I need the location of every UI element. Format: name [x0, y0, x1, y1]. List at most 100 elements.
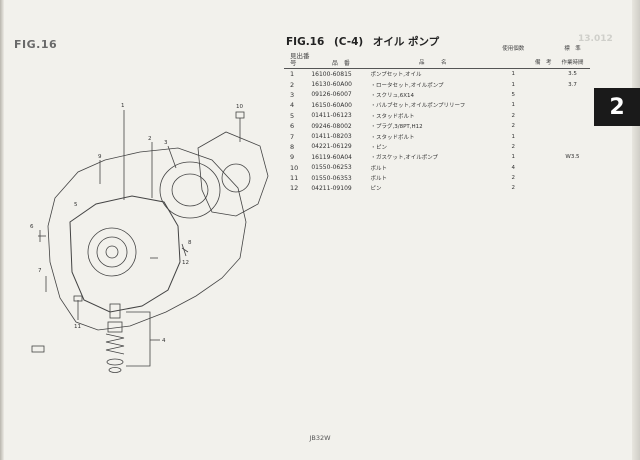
- page-spine: [0, 0, 4, 460]
- callout-12: 12: [182, 260, 189, 266]
- row-number: 4: [290, 101, 295, 110]
- pump-rotor-hub: [105, 245, 119, 259]
- callout-1: 1: [121, 103, 125, 109]
- table-row: 6 09246-08002 ・プラグ,3/8PT,H12 2: [284, 121, 590, 131]
- header-no: 見出番号: [284, 53, 312, 69]
- pump-rotor-inner: [96, 236, 128, 268]
- row-quantity: 2: [511, 123, 516, 130]
- page-footer: JB32W: [309, 434, 331, 442]
- table-row: 4 16150-60A00 ・バルブセット,オイルポンプリリーフ 1: [284, 100, 590, 110]
- row-number: 10: [290, 163, 299, 172]
- valve-body: [107, 321, 123, 333]
- section-tab: 2: [594, 88, 640, 126]
- callout-11: 11: [74, 324, 81, 330]
- valve-spring: [105, 333, 125, 355]
- pump-rotor-housing: [87, 227, 137, 277]
- gasket-outline: [47, 147, 247, 331]
- row-number: 3: [290, 90, 295, 99]
- figure-heading: FIG.16 (C-4) オイル ポンプ: [286, 34, 445, 49]
- figure-name: オイル ポンプ: [372, 36, 440, 48]
- callout-4: 4: [162, 338, 166, 344]
- parts-table: 使用個数 標 準 見出番号 品 番 品 名 備 考 作業時間 1 16100-60…: [284, 46, 590, 194]
- cover-hole: [221, 163, 251, 193]
- header-std-top: 標 準: [564, 46, 581, 52]
- rotor-ring-inner: [171, 173, 209, 207]
- table-row: 9 16119-60A04 ・ガスケット,オイルポンプ 1 W3.5: [284, 152, 590, 162]
- valve-washer: [106, 358, 124, 366]
- row-description: ・スタッドボルト: [370, 113, 415, 120]
- row-quantity: 2: [511, 185, 516, 192]
- left-figure-title: FIG.16: [14, 38, 58, 51]
- row-description: ピン: [370, 186, 382, 193]
- row-part-number: 04211-09109: [311, 184, 352, 192]
- callout-7: 7: [38, 268, 42, 274]
- header-remarks: 備 考: [531, 53, 555, 69]
- row-quantity: 2: [511, 175, 516, 182]
- table-row: 11 01550-06353 ボルト 2: [284, 173, 590, 183]
- table-row: 2 16130-60A00 ・ロータセット,オイルポンプ 1 3.7: [284, 79, 590, 89]
- row-part-number: 04221-06129: [311, 143, 352, 151]
- table-row: 5 01411-06123 ・スタッドボルト 2: [284, 111, 590, 121]
- faint-page-number: 13.012: [578, 34, 613, 44]
- row-part-number: 01550-06253: [311, 164, 352, 172]
- row-quantity: 2: [511, 112, 516, 119]
- pump-cover: [197, 131, 269, 217]
- row-number: 8: [290, 142, 295, 151]
- header-std-bottom: 作業時間: [554, 53, 590, 69]
- row-part-number: 16119-60A04: [311, 153, 352, 161]
- callout-8: 8: [188, 240, 192, 246]
- row-description: ・ピン: [370, 144, 387, 151]
- row-quantity: 1: [511, 133, 516, 140]
- row-quantity: 1: [511, 154, 516, 161]
- figure-section: (C-4): [333, 36, 364, 48]
- row-quantity: 4: [511, 164, 516, 171]
- row-number: 6: [290, 122, 295, 131]
- table-row: 8 04221-06129 ・ピン 2: [284, 142, 590, 152]
- valve-cap: [109, 303, 121, 319]
- header-desc: 品 名: [370, 53, 496, 69]
- row-quantity: 1: [511, 102, 516, 109]
- header-qty: 使用個数: [502, 46, 525, 52]
- row-labor-time: 3.5: [568, 71, 577, 78]
- valve-clip: [108, 367, 122, 373]
- row-quantity: 1: [511, 81, 516, 88]
- header-part-no: 品 番: [311, 53, 371, 69]
- row-number: 5: [290, 111, 295, 120]
- page-edge: [632, 0, 640, 460]
- row-description: ・ガスケット,オイルポンプ: [370, 155, 439, 162]
- callout-10: 10: [236, 104, 243, 110]
- row-part-number: 01411-06123: [311, 112, 352, 120]
- row-labor-time: 3.7: [568, 81, 577, 88]
- row-description: ボルト: [370, 165, 387, 172]
- row-number: 7: [290, 132, 295, 141]
- rotor-ring-outer: [159, 161, 221, 219]
- row-part-number: 16150-60A00: [311, 101, 352, 109]
- row-part-number: 16100-60815: [311, 70, 352, 78]
- callout-3: 3: [164, 140, 168, 146]
- callout-2: 2: [148, 136, 152, 142]
- row-description: ポンプセット,オイル: [370, 72, 422, 79]
- row-part-number: 09126-06007: [311, 91, 352, 99]
- row-description: ボルト: [370, 176, 387, 183]
- row-part-number: 16130-60A00: [311, 81, 352, 89]
- row-description: ・バルブセット,オイルポンプリリーフ: [370, 103, 466, 110]
- row-part-number: 09246-08002: [311, 122, 352, 130]
- row-description: ・スタッドボルト: [370, 134, 415, 141]
- row-number: 2: [290, 80, 295, 89]
- row-description: ・プラグ,3/8PT,H12: [370, 124, 423, 131]
- row-part-number: 01550-06353: [311, 174, 352, 182]
- callout-5: 5: [74, 202, 78, 208]
- figure-code: FIG.16: [286, 36, 325, 48]
- row-description: ・スクリュ,6X14: [370, 92, 414, 99]
- row-description: ・ロータセット,オイルポンプ: [370, 82, 444, 89]
- row-number: 11: [290, 174, 299, 183]
- row-quantity: 2: [511, 143, 516, 150]
- row-labor-time: W3.5: [565, 154, 580, 161]
- table-row: 10 01550-06253 ボルト 4: [284, 163, 590, 173]
- row-number: 9: [290, 153, 295, 162]
